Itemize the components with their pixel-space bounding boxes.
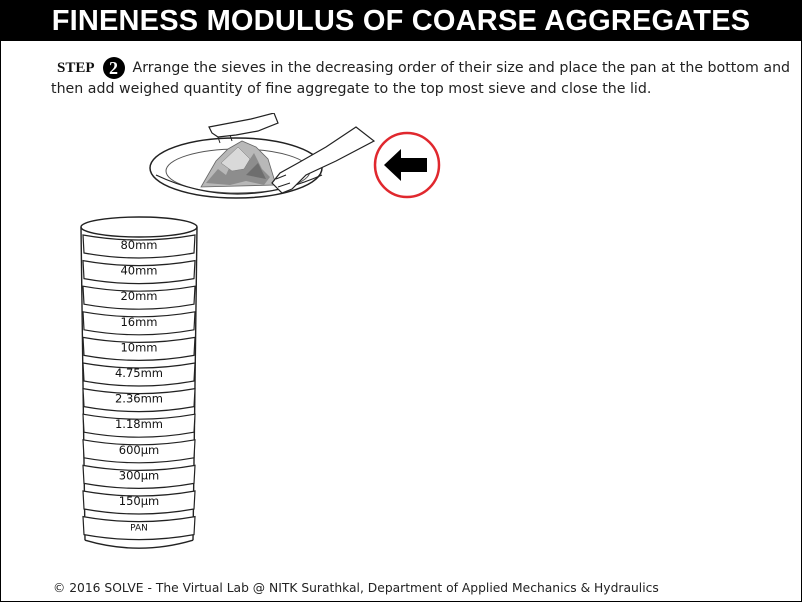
sieve-ring bbox=[82, 490, 196, 515]
pan-label: PAN bbox=[130, 524, 148, 534]
arrow-left-icon[interactable] bbox=[373, 131, 443, 201]
sieve-lid bbox=[80, 216, 198, 238]
sieve-label: 80mm bbox=[120, 238, 157, 252]
sieve-label: 300μm bbox=[119, 468, 159, 482]
sieve-label: 2.36mm bbox=[115, 392, 163, 406]
sieve-ring bbox=[82, 387, 196, 413]
sieve-label: 600μm bbox=[119, 443, 159, 457]
sieve-label: 40mm bbox=[120, 264, 157, 278]
sieve-ring bbox=[82, 464, 196, 489]
footer-copyright: © 2016 SOLVE - The Virtual Lab @ NITK Su… bbox=[53, 581, 659, 595]
sieve-ring bbox=[82, 311, 196, 336]
sieve-ring bbox=[82, 234, 196, 259]
sieve-label: 10mm bbox=[120, 340, 157, 354]
sieve-label: 1.18mm bbox=[115, 417, 163, 431]
sieve-ring bbox=[82, 259, 196, 285]
pan-ring bbox=[82, 515, 196, 541]
sieve-ring bbox=[82, 439, 196, 464]
sieve-ring bbox=[82, 413, 196, 438]
sieve-label: 16mm bbox=[120, 315, 157, 329]
pan-with-aggregate-illustration bbox=[149, 113, 376, 199]
sieve-label: 20mm bbox=[120, 289, 157, 303]
step-number-badge: 2 bbox=[102, 57, 125, 79]
sieve-ring bbox=[82, 336, 196, 361]
step-label: STEP bbox=[57, 60, 95, 76]
sieve-stack: 80mm 40mm 20mm 16mm 10mm 4.75mm 2.36mm 1.18mm 60… bbox=[80, 216, 198, 549]
step-instruction-text: Arrange the sieves in the decreasing ord… bbox=[51, 60, 791, 97]
sieve-ring bbox=[82, 362, 196, 387]
sieve-label: 150μm bbox=[119, 494, 159, 508]
sieve-ring bbox=[82, 285, 196, 310]
sieve-label: 4.75mm bbox=[115, 366, 163, 380]
page-title: FINENESS MODULUS OF COARSE AGGREGATES bbox=[1, 1, 801, 41]
